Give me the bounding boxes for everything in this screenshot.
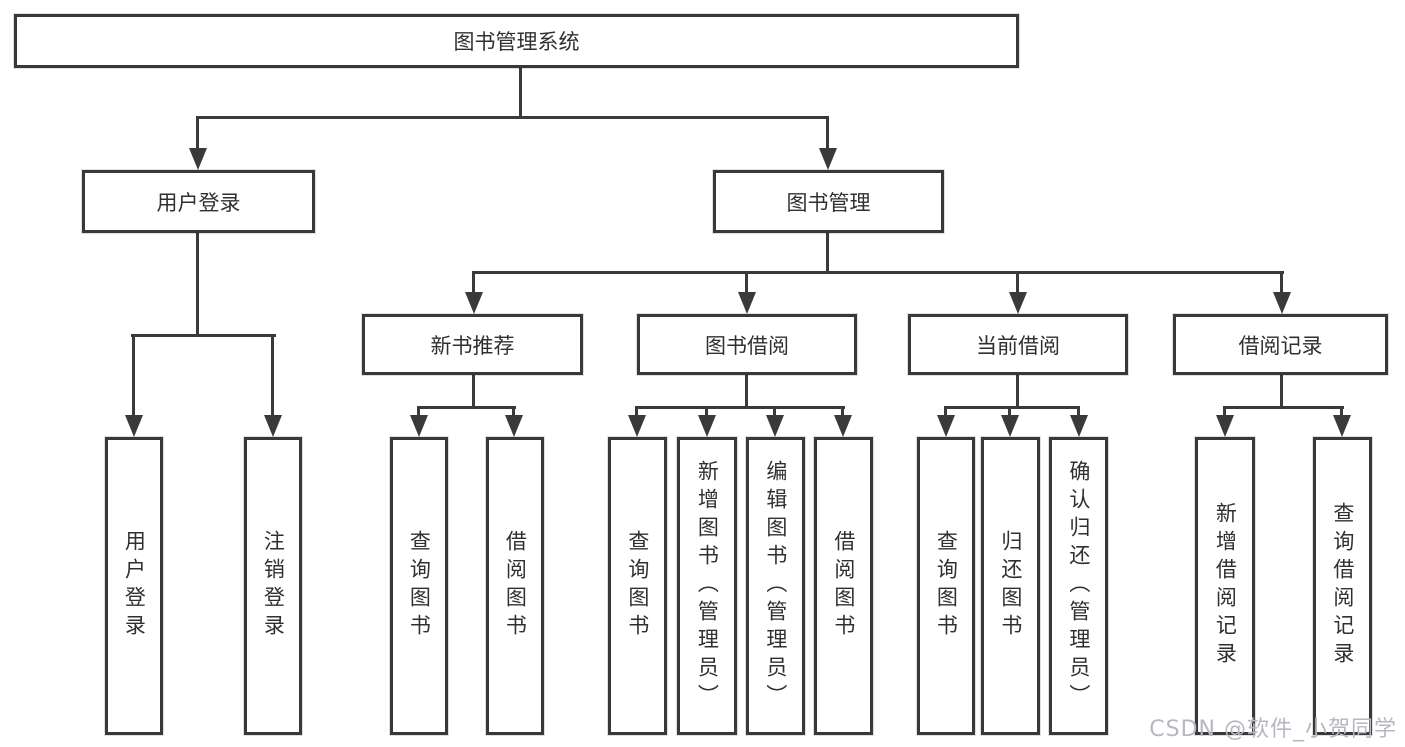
node-user-login-leaf: 用户登录 <box>105 437 163 735</box>
node-confirm-return-admin: 确认归还（管理员） <box>1049 437 1108 735</box>
node-borrow-records: 借阅记录 <box>1173 314 1388 375</box>
node-query-books-borrow: 查询图书 <box>608 437 667 735</box>
node-new-book-recommend: 新书推荐 <box>362 314 583 375</box>
connector-line <box>1223 406 1226 417</box>
node-borrow-books-leaf: 借阅图书 <box>814 437 873 735</box>
arrowhead-icon <box>1070 415 1088 437</box>
connector-line <box>472 375 475 409</box>
node-user-login-branch: 用户登录 <box>82 170 315 233</box>
connector-line <box>519 68 522 119</box>
arrowhead-icon <box>738 292 756 314</box>
connector-line <box>635 406 845 409</box>
node-book-management: 图书管理 <box>713 170 944 233</box>
arrowhead-icon <box>189 148 207 170</box>
node-query-books-current: 查询图书 <box>917 437 975 735</box>
node-book-borrow: 图书借阅 <box>637 314 857 375</box>
connector-line <box>271 334 274 417</box>
connector-line <box>472 271 475 294</box>
connector-line <box>196 116 829 119</box>
connector-line <box>1280 375 1283 409</box>
arrowhead-icon <box>465 292 483 314</box>
arrowhead-icon <box>1009 292 1027 314</box>
arrowhead-icon <box>264 415 282 437</box>
arrowhead-icon <box>1001 415 1019 437</box>
node-borrow-books-recommend: 借阅图书 <box>486 437 544 735</box>
arrowhead-icon <box>834 415 852 437</box>
connector-line <box>512 406 515 417</box>
node-logout-leaf: 注销登录 <box>244 437 302 735</box>
node-query-books-recommend: 查询图书 <box>390 437 448 735</box>
connector-line <box>705 406 708 417</box>
connector-line <box>944 406 1080 409</box>
connector-line <box>472 271 1284 274</box>
connector-line <box>1077 406 1080 417</box>
arrowhead-icon <box>410 415 428 437</box>
connector-line <box>1016 271 1019 294</box>
node-return-books: 归还图书 <box>981 437 1040 735</box>
connector-line <box>417 406 420 417</box>
connector-line <box>1008 406 1011 417</box>
connector-line <box>196 116 199 150</box>
connector-line <box>131 334 276 337</box>
node-add-books-admin: 新增图书（管理员） <box>677 437 737 735</box>
connector-line <box>417 406 516 409</box>
node-query-borrow-record: 查询借阅记录 <box>1313 437 1372 735</box>
arrowhead-icon <box>628 415 646 437</box>
connector-line <box>745 271 748 294</box>
connector-line <box>1280 271 1283 294</box>
connector-line <box>841 406 844 417</box>
connector-line <box>635 406 638 417</box>
arrowhead-icon <box>819 148 837 170</box>
node-edit-books-admin: 编辑图书（管理员） <box>746 437 805 735</box>
connector-line <box>1016 375 1019 409</box>
connector-line <box>1223 406 1344 409</box>
arrowhead-icon <box>1333 415 1351 437</box>
csdn-watermark: CSDN @软件_小贺同学 <box>1149 717 1397 742</box>
arrowhead-icon <box>125 415 143 437</box>
arrowhead-icon <box>766 415 784 437</box>
node-add-borrow-record: 新增借阅记录 <box>1195 437 1255 735</box>
connector-line <box>196 233 199 337</box>
connector-line <box>132 334 135 417</box>
connector-line <box>944 406 947 417</box>
arrowhead-icon <box>1216 415 1234 437</box>
connector-line <box>826 116 829 150</box>
connector-line <box>1340 406 1343 417</box>
node-library-system: 图书管理系统 <box>14 14 1019 68</box>
arrowhead-icon <box>698 415 716 437</box>
connector-line <box>745 375 748 409</box>
arrowhead-icon <box>1273 292 1291 314</box>
node-current-borrow: 当前借阅 <box>908 314 1128 375</box>
connector-line <box>826 233 829 274</box>
arrowhead-icon <box>505 415 523 437</box>
connector-line <box>773 406 776 417</box>
arrowhead-icon <box>937 415 955 437</box>
